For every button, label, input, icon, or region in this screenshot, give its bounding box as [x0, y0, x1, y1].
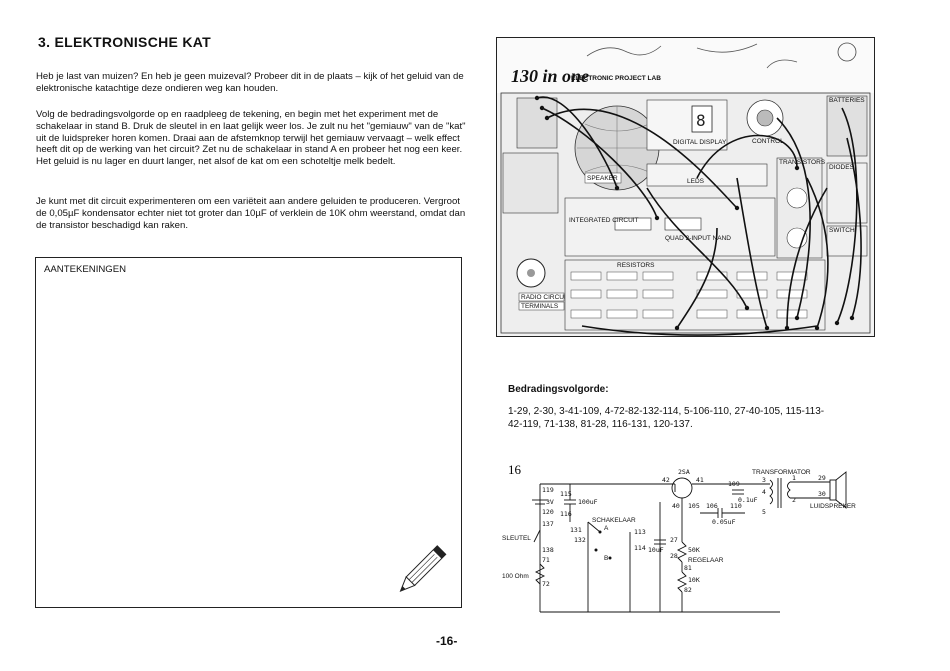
terminal-label: 82: [684, 586, 692, 594]
terminal-label: 116: [560, 510, 572, 518]
label-luidspreker: LUIDSPREKER: [810, 503, 856, 510]
terminal-label: 120: [542, 508, 554, 516]
terminal-label: 2: [792, 496, 796, 504]
schematic-number: 16: [508, 462, 522, 477]
label-cap10: 10uF: [648, 546, 664, 554]
notes-box: AANTEKENINGEN: [35, 257, 462, 608]
intro-paragraph: Heb je last van muizen? En heb je geen m…: [36, 71, 464, 94]
terminal-label: 41: [696, 476, 704, 484]
wires: [536, 96, 862, 336]
lab-logo: 130 in one: [511, 66, 589, 86]
terminal-label: 131: [570, 526, 582, 534]
panel-ic: INTEGRATED CIRCUIT: [569, 217, 639, 224]
terminal-label: 29: [818, 474, 826, 482]
panel-radio: RADIO CIRCUITS: [521, 294, 575, 301]
terminal-label: 109: [728, 480, 740, 488]
label-3v: 3V: [546, 498, 554, 506]
label-schakelaar: SCHAKELAAR: [592, 517, 636, 524]
terminal-label: 71: [542, 556, 550, 564]
terminal-label: 4: [762, 488, 766, 496]
terminal-label: 110: [730, 502, 742, 510]
terminal-label: 106: [706, 502, 718, 510]
terminal-label: 1: [792, 474, 796, 482]
label-100ohm: 100 Ohm: [502, 573, 529, 580]
label-sleutel: SLEUTEL: [502, 535, 531, 542]
terminal-label: 105: [688, 502, 700, 510]
panel-resistors: RESISTORS: [617, 262, 655, 269]
terminal-label: 28: [670, 552, 678, 560]
label-regelaar: REGELAAR: [688, 557, 724, 564]
lab-title: ELECTRONIC PROJECT LAB: [571, 75, 661, 82]
label-b: B: [604, 555, 608, 562]
terminal-label: 81: [684, 564, 692, 572]
page-number: -16-: [436, 634, 458, 648]
panel-control: CONTROL: [752, 138, 784, 145]
panel-nand: QUAD 2-INPUT NAND: [665, 235, 731, 242]
terminal-label: 137: [542, 520, 554, 528]
terminal-label: 30: [818, 490, 826, 498]
terminal-label: 138: [542, 546, 554, 554]
panel-diodes: DIODES: [829, 164, 855, 171]
lab-illustration: 130 in one ELECTRONIC PROJECT LAB RADIO …: [496, 37, 875, 337]
label-50k: 50K: [688, 546, 700, 554]
panel-switch: SWITCH: [829, 227, 855, 234]
label-cap01: 0.1uF: [738, 496, 758, 504]
terminal-label: 72: [542, 580, 550, 588]
notes-title: AANTEKENINGEN: [44, 264, 127, 275]
terminal-label: 42: [662, 476, 670, 484]
panel-display: DIGITAL DISPLAY: [673, 139, 727, 146]
panel-terminals: TERMINALS: [521, 303, 559, 310]
pencil-icon: [399, 545, 447, 592]
terminal-label: 115: [560, 490, 572, 498]
label-a: A: [604, 525, 609, 532]
terminal-label: 113: [634, 528, 646, 536]
terminal-label: 132: [574, 536, 586, 544]
terminal-label: 119: [542, 486, 554, 494]
circuit-schematic: 16: [500, 462, 870, 622]
panel-batteries: BATTERIES: [829, 97, 865, 104]
label-10k: 10K: [688, 576, 700, 584]
label-transformator: TRANSFORMATOR: [752, 469, 811, 476]
terminal-label: 5: [762, 508, 766, 516]
terminal-label: 114: [634, 544, 646, 552]
label-transistor: 2SA: [678, 468, 690, 476]
wiring-sequence: 1-29, 2-30, 3-41-109, 4-72-82-132-114, 5…: [508, 406, 825, 430]
terminal-label: 27: [670, 536, 678, 544]
label-cap100: 100uF: [578, 498, 598, 506]
instructions-paragraph: Volg de bedradingsvolgorde op en raadple…: [36, 109, 466, 168]
svg-text:8: 8: [696, 111, 706, 130]
terminal-label: 3: [762, 476, 766, 484]
page-title: 3. ELEKTRONISCHE KAT: [38, 34, 211, 50]
label-cap005: 0.05uF: [712, 518, 736, 526]
experiment-paragraph: Je kunt met dit circuit experimenteren o…: [36, 196, 466, 231]
panel-speaker: SPEAKER: [587, 175, 618, 182]
panel-leds: LEDS: [687, 178, 705, 185]
wiring-heading: Bedradingsvolgorde:: [508, 384, 609, 395]
terminal-label: 40: [672, 502, 680, 510]
